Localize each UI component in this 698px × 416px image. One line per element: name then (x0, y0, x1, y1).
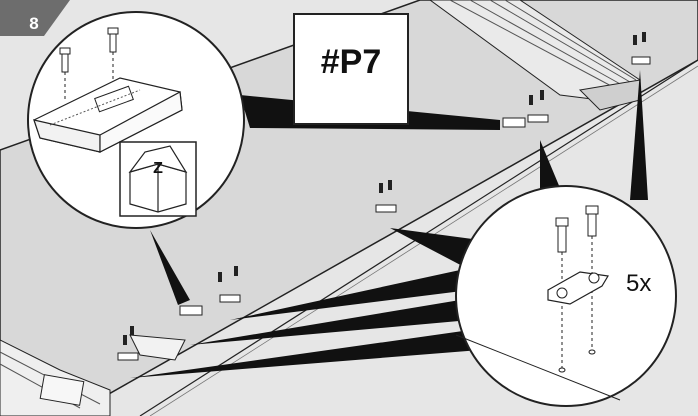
hinge-bracket-icon (129, 334, 186, 361)
plate-connector-icon (547, 271, 609, 305)
callout-wedge-2 (230, 270, 470, 320)
callout-wedge-6 (630, 70, 648, 200)
top-rail (429, 0, 641, 111)
callout-wedge-3 (190, 300, 470, 345)
callout-wedge-1 (390, 228, 480, 270)
screw-icon (555, 205, 599, 373)
callout-wedge-5 (540, 140, 560, 190)
part-label: #P7 (320, 43, 382, 81)
screw-icon (123, 32, 646, 345)
callout-wedge-left (150, 230, 190, 305)
box-z-icon (119, 141, 197, 217)
box-letter: Z (153, 160, 163, 177)
callout-wedge-4 (130, 330, 480, 378)
screw-icon (59, 27, 119, 100)
plate-connector-icon (117, 56, 651, 361)
step-badge (0, 0, 70, 36)
step-number: 8 (29, 14, 39, 33)
part-label-box (293, 13, 409, 125)
quantity-label: 5x (626, 270, 652, 297)
bottom-rail (0, 339, 111, 416)
hinge-bracket-icon (33, 77, 183, 153)
detail-board-edge (455, 334, 621, 401)
